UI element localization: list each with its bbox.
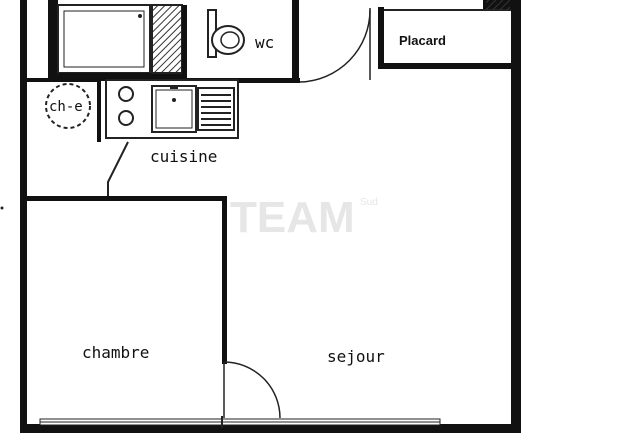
watermark-sup: Sud [360, 197, 378, 208]
stove-burner-icon [118, 86, 134, 126]
sink-icon [151, 85, 197, 133]
watermark-text: TEAM [230, 193, 355, 242]
sejour-label: sejour [327, 347, 385, 366]
corner-hatch [486, 0, 510, 10]
door-swing-icon [299, 8, 371, 83]
bathroom-wall [48, 0, 58, 82]
toilet-icon [207, 9, 245, 58]
bathroom-area [48, 0, 184, 82]
window-icon [39, 416, 441, 428]
bathroom-bottom-wall [58, 73, 184, 78]
cuisine-label: cuisine [150, 147, 217, 166]
placard-label: Placard [399, 33, 446, 48]
chauffe-eau-label: ch-e [49, 99, 83, 115]
chambre-label: chambre [82, 343, 149, 362]
bedroom-top-wall [27, 196, 227, 201]
kitchen-door-line [107, 141, 129, 196]
wc-room: wc [182, 0, 300, 83]
bottom-wall [20, 424, 521, 433]
bedroom-right-wall [222, 196, 227, 364]
bedroom-door-swing-icon [223, 361, 281, 419]
edge-mark [0, 206, 4, 210]
drainer-icon [197, 87, 235, 131]
water-heater-icon: ch-e [27, 78, 101, 142]
wc-label: wc [255, 33, 274, 52]
bedroom-walls [27, 196, 227, 364]
watermark: TEAM Sud [230, 193, 378, 242]
hatched-duct [151, 4, 183, 74]
shower-tray-icon [57, 4, 151, 74]
left-wall [20, 0, 27, 433]
kitchen: cuisine [100, 78, 239, 196]
placard: Placard [378, 0, 511, 69]
right-wall [511, 0, 521, 433]
